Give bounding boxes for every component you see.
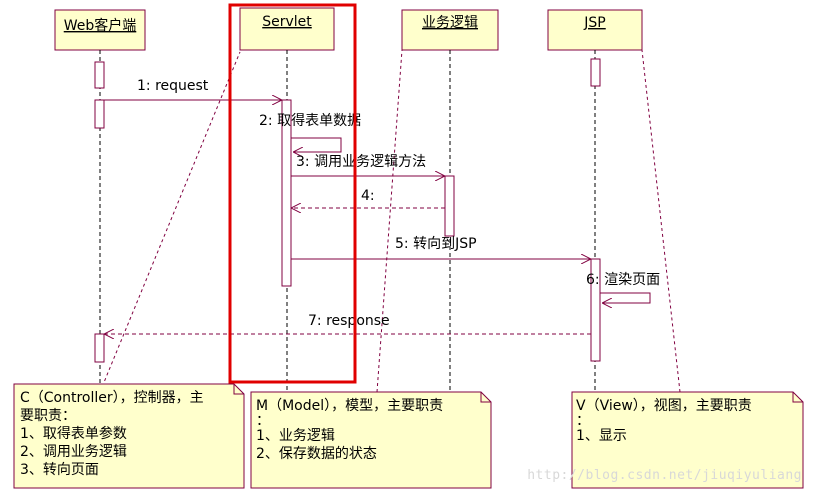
activation-servlet (281, 99, 292, 287)
note-controller-box (13, 383, 245, 489)
note-connector-model (376, 49, 403, 393)
message-4-label: 4: (361, 188, 375, 204)
lifeline-web: Web客户端 (54, 9, 146, 51)
lifeline-biz-label: 业务逻辑 (422, 15, 478, 31)
note-view-line: ： (576, 413, 590, 429)
note-controller-line: 1、取得表单参数 (20, 426, 127, 442)
message-6-label: 6: 渲染页面 (586, 272, 660, 288)
lifeline-servlet-label: Servlet (262, 14, 312, 30)
note-model-box (250, 391, 492, 489)
note-view-text: V（View），视图，主要职责 ： 1、显示 (576, 397, 752, 445)
activation-biz (444, 175, 455, 237)
note-connector-controller (99, 51, 241, 393)
note-view-box (571, 391, 804, 489)
activation-web-2 (94, 99, 105, 129)
note-connector-view (641, 49, 681, 393)
message-2-arrow (291, 137, 342, 152)
note-model-text: M（Model），模型，主要职责 ： 1、业务逻辑 2、保存数据的状态 (256, 397, 443, 463)
note-model-line: M（Model），模型，主要职责 (256, 398, 444, 414)
lifeline-biz: 业务逻辑 (401, 9, 499, 51)
activation-web-3 (94, 333, 105, 363)
message-1-label: 1: request (137, 78, 209, 94)
lifeline-jsp-label: JSP (583, 15, 605, 31)
activation-jsp-2 (590, 258, 601, 362)
note-model-fold (480, 392, 491, 403)
note-controller-text: C（Controller），控制器，主 要职责： 1、取得表单参数 2、调用业务… (20, 389, 204, 479)
message-6-arrow (600, 292, 651, 303)
lifeline-web-label: Web客户端 (64, 17, 137, 34)
watermark: http://blog.csdn.net/jiuqiyuliang (527, 468, 802, 483)
note-view-line: V（View），视图，主要职责 (576, 398, 752, 414)
message-3-label: 3: 调用业务逻辑方法 (296, 154, 426, 170)
note-controller-line: 要职责： (20, 408, 76, 424)
note-model-line: 1、业务逻辑 (256, 428, 335, 444)
servlet-highlight-box (228, 3, 357, 384)
lifeline-servlet: Servlet (239, 7, 335, 51)
message-7-label: 7: response (308, 313, 390, 329)
note-model-line: 2、保存数据的状态 (256, 446, 377, 462)
message-5-label: 5: 转向到JSP (395, 236, 477, 252)
note-model-line: ： (256, 413, 270, 429)
note-controller-line: C（Controller），控制器，主 (20, 390, 204, 406)
note-controller-fold (233, 384, 244, 395)
activation-jsp-1 (590, 58, 601, 87)
message-2-label: 2: 取得表单数据 (259, 112, 361, 129)
lifeline-jsp: JSP (547, 9, 643, 51)
note-controller-line: 2、调用业务逻辑 (20, 444, 127, 460)
note-controller-line: 3、转向页面 (20, 462, 99, 478)
activation-web-1 (94, 61, 105, 89)
note-view-fold (792, 392, 803, 403)
note-view-line: 1、显示 (576, 428, 627, 444)
